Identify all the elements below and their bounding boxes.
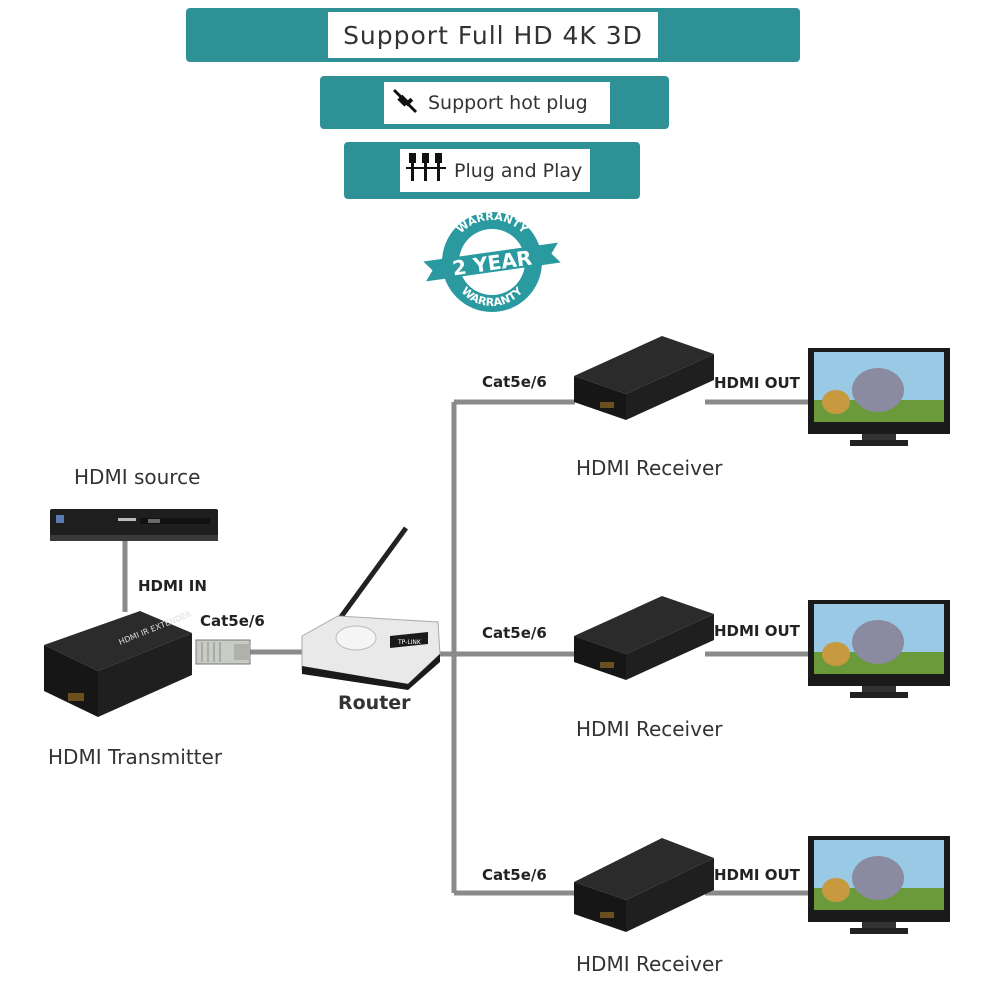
receiver-2-label: HDMI Receiver bbox=[576, 717, 723, 741]
rj45-connector-icon bbox=[195, 639, 251, 665]
hdmi-transmitter-label: HDMI Transmitter bbox=[48, 745, 223, 769]
plug-play-label: Plug and Play bbox=[454, 159, 583, 182]
hdmi-source-label: HDMI source bbox=[74, 465, 201, 489]
svg-text:TP-LINK: TP-LINK bbox=[397, 639, 422, 646]
tv-1-icon bbox=[808, 348, 950, 446]
hot-plug-icon bbox=[390, 86, 420, 121]
banner-plug-play: Plug and Play bbox=[344, 142, 640, 199]
receiver-1-out-label: HDMI OUT bbox=[714, 374, 800, 392]
banner-full-hd-text: Support Full HD 4K 3D bbox=[328, 12, 658, 58]
receiver-2-device-icon bbox=[574, 596, 714, 680]
receiver-2-out-label: HDMI OUT bbox=[714, 622, 800, 640]
hot-plug-label: Support hot plug bbox=[428, 92, 588, 114]
receiver-3-device-icon bbox=[574, 838, 714, 932]
connectors-icon bbox=[406, 151, 446, 190]
router-antenna-icon bbox=[335, 526, 409, 623]
receiver-3-label: HDMI Receiver bbox=[576, 952, 723, 976]
transmitter-cable-label: Cat5e/6 bbox=[200, 612, 265, 630]
tv-2-icon bbox=[808, 600, 950, 698]
banner-hot-plug: Support hot plug bbox=[320, 76, 669, 129]
hdmi-source-player-icon bbox=[50, 509, 218, 541]
router-label: Router bbox=[338, 692, 411, 714]
receiver-2-cable-label: Cat5e/6 bbox=[482, 624, 547, 642]
receiver-3-out-label: HDMI OUT bbox=[714, 866, 800, 884]
receiver-1-device-icon bbox=[574, 336, 714, 420]
receiver-1-label: HDMI Receiver bbox=[576, 456, 723, 480]
tv-3-icon bbox=[808, 836, 950, 934]
hdmi-transmitter-device-icon: HDMI IR EXTENDER bbox=[44, 609, 193, 717]
receiver-3-cable-label: Cat5e/6 bbox=[482, 866, 547, 884]
banner-full-hd: Support Full HD 4K 3D bbox=[186, 8, 800, 62]
router-device-icon: TP-LINK bbox=[301, 526, 441, 690]
hdmi-in-label: HDMI IN bbox=[138, 577, 207, 595]
receiver-1-cable-label: Cat5e/6 bbox=[482, 373, 547, 391]
